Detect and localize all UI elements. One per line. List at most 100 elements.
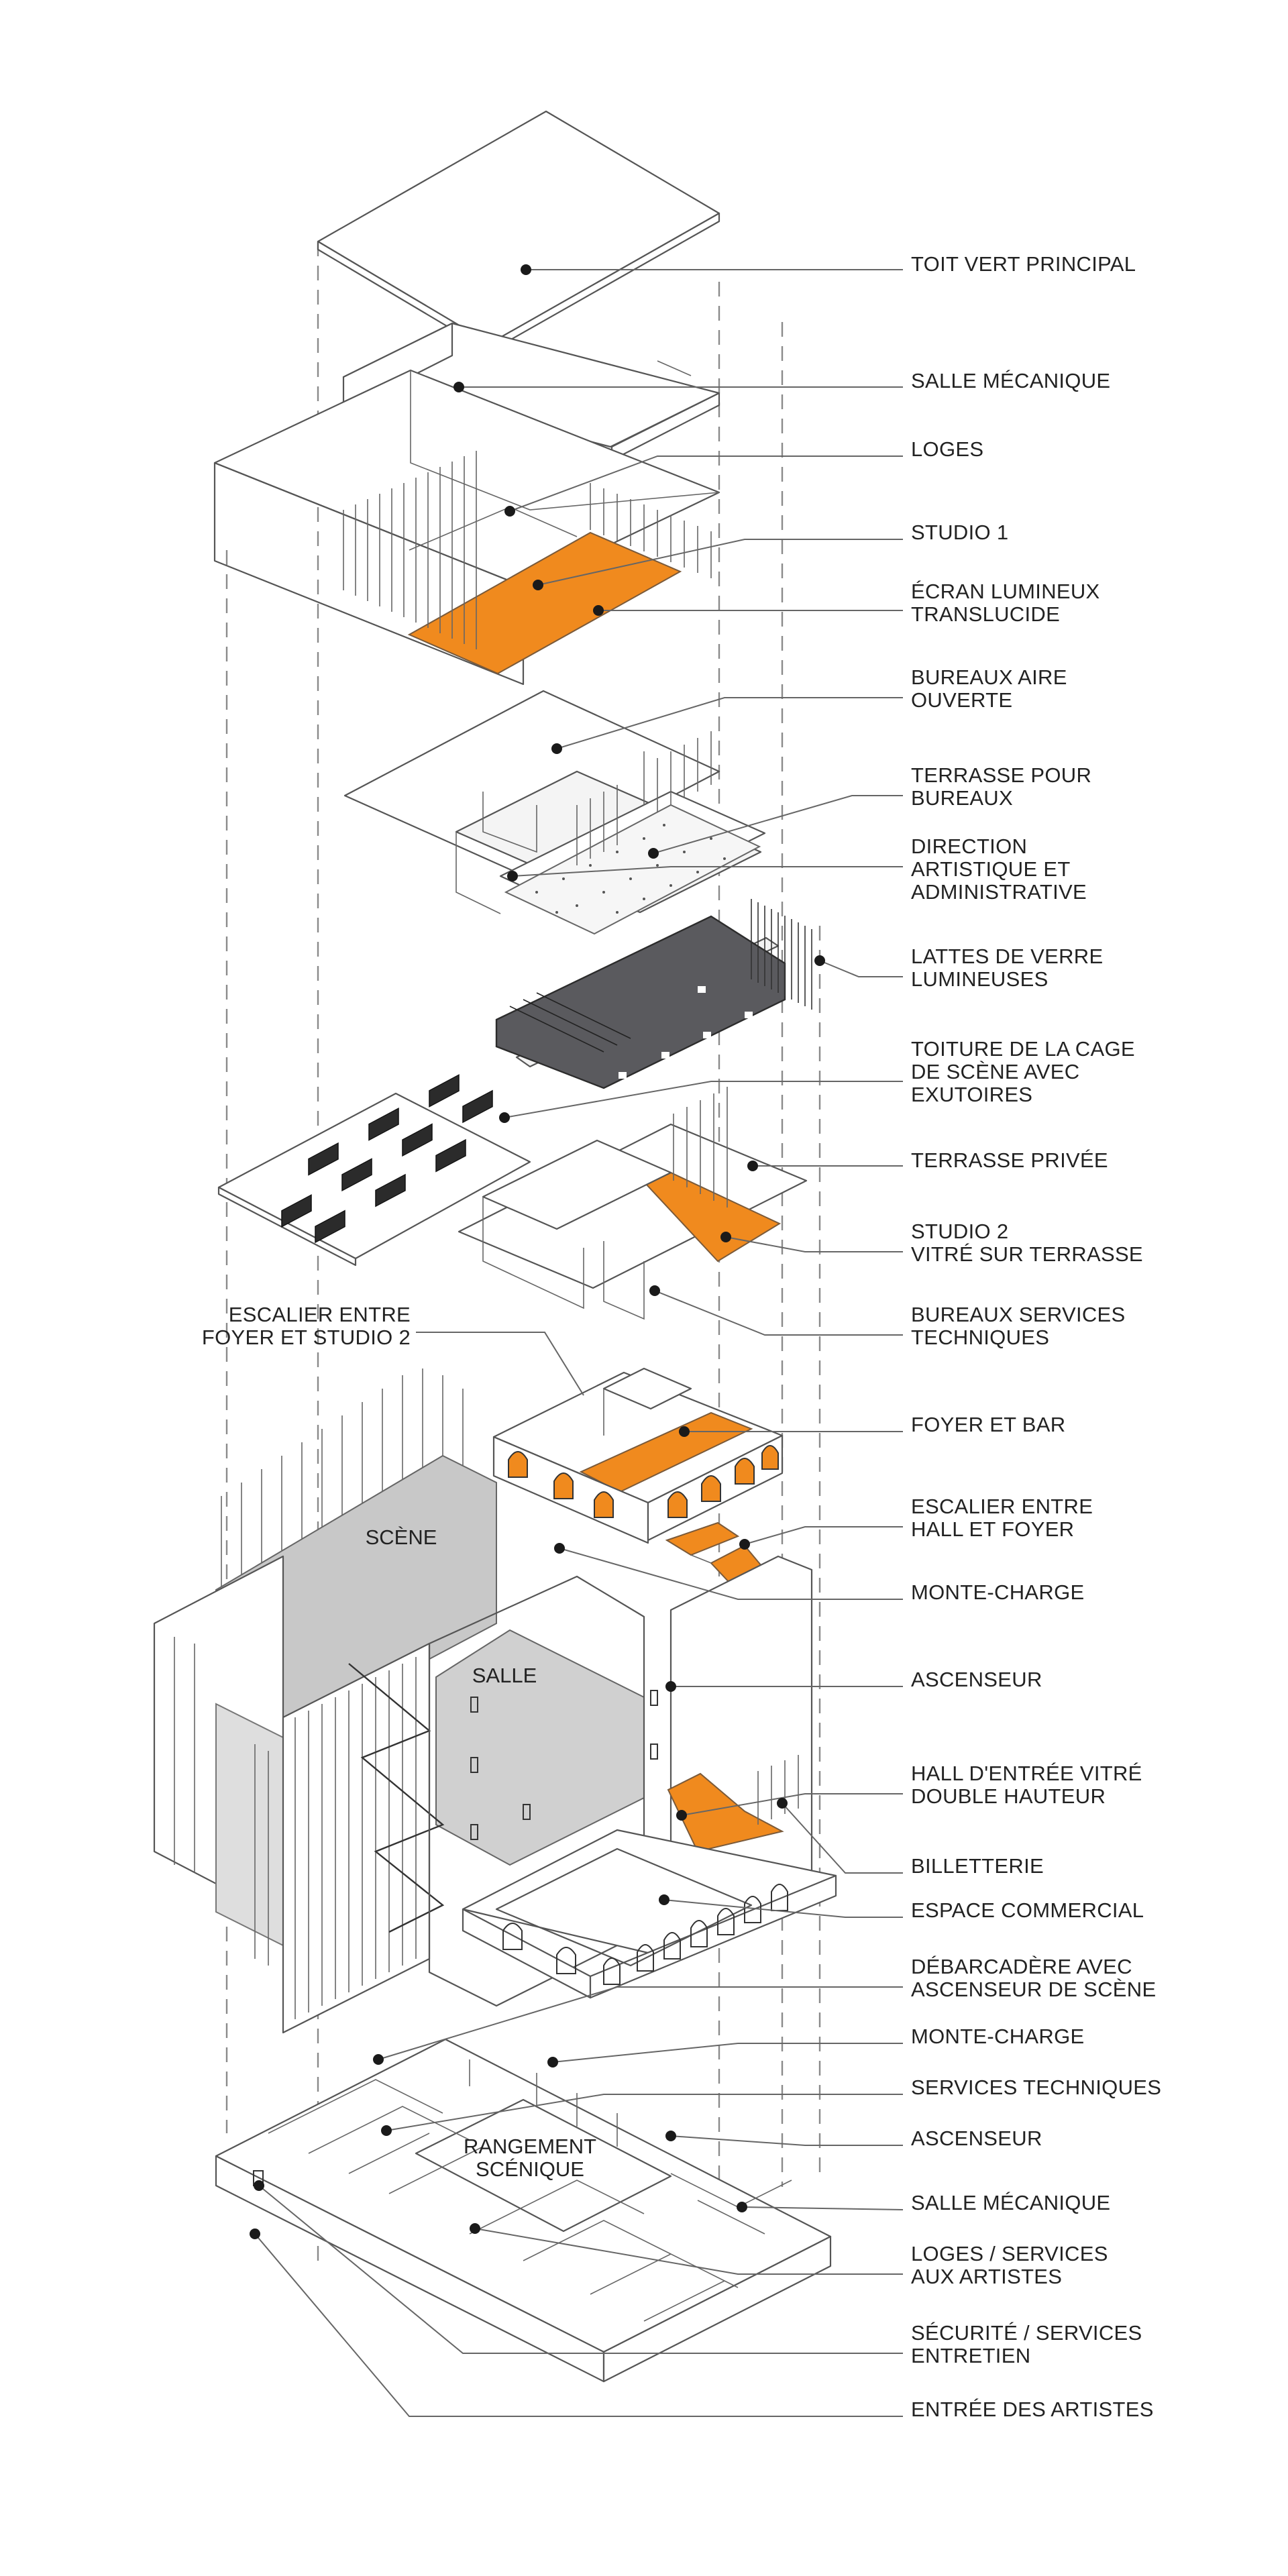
callout-dot <box>649 1285 660 1296</box>
callout-label-line: AUX ARTISTES <box>911 2265 1062 2288</box>
callout-label-line: TERRASSE POUR <box>911 763 1091 787</box>
label-dots <box>250 264 825 2239</box>
callout-label-line: ENTRETIEN <box>911 2344 1030 2367</box>
space-label: SCÈNE <box>366 1525 437 1549</box>
callout-dot <box>665 2131 676 2141</box>
offices-level <box>343 690 766 935</box>
callout-label-line: DIRECTION <box>911 835 1027 858</box>
callout-dot <box>665 1681 676 1692</box>
callout-dot <box>373 2054 384 2065</box>
auditorium-volume <box>435 1629 645 1866</box>
green-roof-slab <box>317 110 720 353</box>
callout-dot <box>659 1894 669 1905</box>
space-label-line: RANGEMENT <box>464 2135 596 2158</box>
callout-label-line: LUMINEUSES <box>911 967 1049 991</box>
callout-dot <box>504 506 515 517</box>
callout-dot <box>737 2202 747 2212</box>
callout-dot <box>777 1798 788 1809</box>
callout-label: ASCENSEUR <box>911 1668 1042 1691</box>
callout-label-line: HALL D'ENTRÉE VITRÉ <box>911 1762 1142 1785</box>
callout-label-line: SERVICES TECHNIQUES <box>911 2076 1161 2099</box>
callout-label: ENTRÉE DES ARTISTES <box>911 2398 1154 2421</box>
callout-label-left-line: ESCALIER ENTRE <box>229 1303 411 1326</box>
callout-label-line: STUDIO 1 <box>911 521 1008 544</box>
callout-dot <box>533 580 543 590</box>
callout-label-line: ESPACE COMMERCIAL <box>911 1898 1144 1922</box>
callout-label-line: TECHNIQUES <box>911 1326 1049 1349</box>
callout-label-line: ASCENSEUR <box>911 1668 1042 1691</box>
callout-dot <box>453 382 464 392</box>
callout-dot <box>554 1543 565 1554</box>
callout-label-line: BUREAUX AIRE <box>911 665 1067 689</box>
callout-label: STUDIO 1 <box>911 521 1008 544</box>
callout-label: TERRASSE PRIVÉE <box>911 1148 1108 1172</box>
callout-label: ASCENSEUR <box>911 2127 1042 2150</box>
callout-label-line: ASCENSEUR <box>911 2127 1042 2150</box>
callout-label-line: SÉCURITÉ / SERVICES <box>911 2321 1142 2345</box>
callout-dot <box>679 1426 690 1437</box>
callout-label-line: DOUBLE HAUTEUR <box>911 1784 1106 1808</box>
callout-label-line: ESCALIER ENTRE <box>911 1495 1093 1518</box>
callout-dot <box>739 1539 750 1550</box>
callout-dot <box>547 2057 558 2068</box>
callout-dot <box>747 1161 758 1171</box>
callout-dot <box>551 743 562 754</box>
callout-label-line: ASCENSEUR DE SCÈNE <box>911 1978 1156 2001</box>
callout-label-line: LATTES DE VERRE <box>911 945 1103 968</box>
callout-label: LOGES <box>911 437 983 461</box>
callout-label: SERVICES TECHNIQUES <box>911 2076 1161 2099</box>
callout-dot <box>676 1810 687 1821</box>
callout-label: FOYER ET BAR <box>911 1413 1065 1436</box>
callout-dot <box>720 1232 731 1242</box>
callout-dot <box>499 1112 510 1123</box>
callout-label-line: ARTISTIQUE ET <box>911 857 1071 881</box>
callout-label-line: OUVERTE <box>911 688 1012 712</box>
callout-label: MONTE-CHARGE <box>911 2025 1085 2048</box>
callout-dot <box>593 605 604 616</box>
callout-label-line: BUREAUX SERVICES <box>911 1303 1126 1326</box>
callout-label-line: TRANSLUCIDE <box>911 602 1060 626</box>
main-building <box>153 1368 837 2034</box>
space-label-line: SCÉNIQUE <box>476 2157 584 2181</box>
space-label: SALLE <box>472 1664 537 1687</box>
fly-tower-roof <box>495 899 812 1089</box>
callout-label-line: TOITURE DE LA CAGE <box>911 1037 1135 1061</box>
callout-label-line: EXUTOIRES <box>911 1083 1032 1106</box>
callout-label-line: HALL ET FOYER <box>911 1517 1074 1541</box>
callout-label: MONTE-CHARGE <box>911 1580 1085 1604</box>
callout-label-line: ADMINISTRATIVE <box>911 880 1087 904</box>
stage-roof-with-vents <box>217 1074 531 1267</box>
foyer-level <box>492 1367 784 1544</box>
callout-label-line: BUREAUX <box>911 786 1013 810</box>
space-label-line: SCÈNE <box>366 1525 437 1549</box>
callout-label: BILLETTERIE <box>911 1854 1044 1878</box>
callout-label-line: DE SCÈNE AVEC <box>911 1060 1079 1083</box>
callout-label: SALLE MÉCANIQUE <box>911 369 1110 392</box>
studio-2-level <box>458 1087 808 1320</box>
callout-label-line: ENTRÉE DES ARTISTES <box>911 2398 1154 2421</box>
callout-label-line: MONTE-CHARGE <box>911 2025 1085 2048</box>
callout-label-left-line: FOYER ET STUDIO 2 <box>202 1326 411 1349</box>
callout-label-line: FOYER ET BAR <box>911 1413 1065 1436</box>
callout-label-line: VITRÉ SUR TERRASSE <box>911 1242 1143 1266</box>
space-label-line: SALLE <box>472 1664 537 1687</box>
callout-label: ESPACE COMMERCIAL <box>911 1898 1144 1922</box>
callout-dot <box>814 955 825 966</box>
roof-vents <box>281 1074 493 1244</box>
